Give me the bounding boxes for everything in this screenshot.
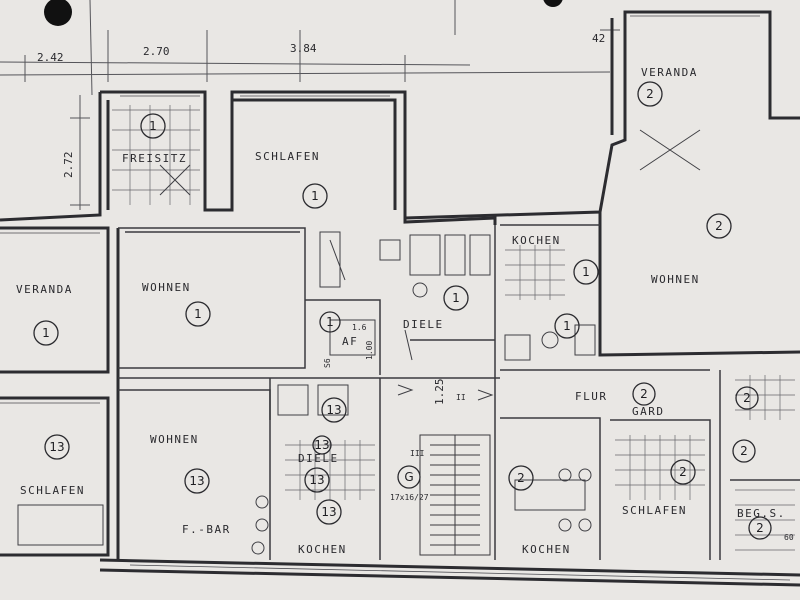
small-label: S6 [323,358,332,368]
room-label: DIELE [403,318,444,331]
unit-marker: 1 [185,301,211,327]
unit-number: 1 [42,326,50,340]
room-label: BEG.S. [737,507,786,520]
room-label: GARD [632,405,665,418]
unit-number: 1 [582,265,590,279]
punch-hole-right [543,0,563,7]
unit-marker: 2 [670,459,696,485]
unit-number: 13 [309,473,324,487]
small-label: II [456,393,466,402]
unit-number: G [404,470,413,484]
unit-number: 13 [189,474,204,488]
unit-number: 1 [194,307,202,321]
dimension-label: 1.25 [433,379,446,406]
room-label: VERANDA [16,283,73,296]
room-label: SCHLAFEN [255,150,320,163]
room-label: AF [342,335,358,348]
room-label: KOCHEN [522,543,571,556]
unit-marker: 2 [732,439,756,463]
unit-marker: 2 [706,213,732,239]
punch-hole-left [44,0,72,26]
room-label: FREISITZ [122,152,187,165]
small-label: 1.6 [352,323,367,332]
room-label: FLUR [575,390,608,403]
unit-marker: 1 [319,311,341,333]
tiled-areas [112,105,795,551]
unit-marker: 1 [554,313,580,339]
unit-number: 1 [563,319,571,333]
unit-marker: 2 [748,516,772,540]
unit-number: 13 [326,403,341,417]
fixtures [17,129,701,555]
unit-number: 1 [311,189,319,203]
interior-walls [118,224,800,560]
dimension-label: 2.70 [143,45,170,58]
room-label: VERANDA [641,66,698,79]
unit-number: 13 [314,438,329,452]
room-label: WOHNEN [651,273,700,286]
small-label: III [410,449,425,458]
room-label: SCHLAFEN [20,484,85,497]
unit-marker: 13 [321,397,347,423]
dimension-label: 3.84 [290,42,317,55]
unit-marker: 2 [508,465,534,491]
room-label: SCHLAFEN [622,504,687,517]
unit-marker: 1 [443,285,469,311]
dimension-label: 2.42 [37,51,64,64]
unit-number: 1 [326,315,334,329]
unit-marker: 1 [33,320,59,346]
dimension-label: 42 [592,32,605,45]
dimension-label: 2.72 [62,152,75,179]
unit-number: 1 [452,291,460,305]
window-marks [0,15,791,581]
unit-marker: 1 [573,259,599,285]
unit-number: 13 [321,505,336,519]
outer-walls [0,10,800,587]
unit-number: 2 [646,87,654,101]
unit-marker: G [397,465,421,489]
unit-number: 2 [517,471,525,485]
unit-marker: 13 [312,435,332,455]
unit-number: 1 [149,119,157,133]
unit-marker: 2 [637,81,663,107]
unit-number: 13 [49,440,64,454]
unit-marker: 13 [304,467,330,493]
room-label: KOCHEN [298,543,347,556]
unit-number: 2 [679,465,687,479]
staircase [419,434,491,556]
unit-number: 2 [640,387,648,401]
room-label: WOHNEN [150,433,199,446]
unit-number: 2 [743,391,751,405]
room-label: WOHNEN [142,281,191,294]
unit-marker: 13 [316,499,342,525]
unit-number: 2 [740,444,748,458]
unit-marker: 1 [302,183,328,209]
small-label: 17x16/27 [390,493,429,502]
unit-marker: 1 [140,113,166,139]
unit-marker: 2 [632,382,656,406]
room-label: F.-BAR [182,523,231,536]
unit-number: 2 [756,521,764,535]
unit-number: 2 [715,219,723,233]
room-label: DIELE [298,452,339,465]
small-label: 1.00 [365,341,374,360]
unit-marker: 2 [735,386,759,410]
dimension-lines [0,0,620,210]
unit-marker: 13 [184,468,210,494]
room-label: KOCHEN [512,234,561,247]
unit-marker: 13 [44,434,70,460]
small-label: 60 [784,533,794,542]
